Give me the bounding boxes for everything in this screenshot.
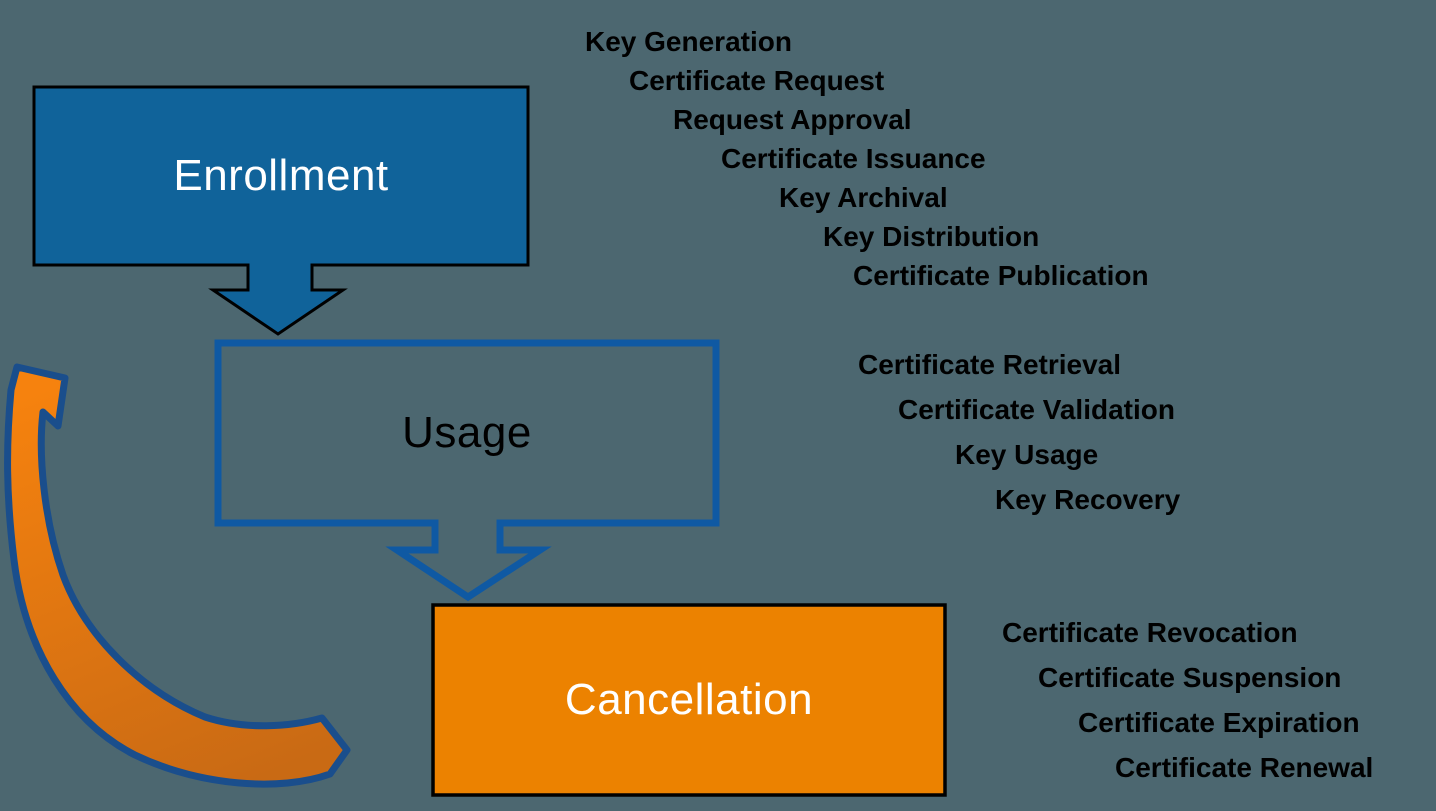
- usage-activity-list: Certificate Retrieval Certificate Valida…: [858, 342, 1180, 522]
- enrollment-activity-item: Certificate Issuance: [721, 143, 986, 174]
- usage-activity-item: Certificate Retrieval: [858, 349, 1122, 380]
- usage-activity-item: Key Usage: [955, 439, 1099, 470]
- enrollment-activity-item: Certificate Publication: [853, 260, 1149, 291]
- loop-back-arrow-icon: [4, 363, 351, 788]
- enrollment-activity-item: Request Approval: [673, 104, 912, 135]
- enrollment-activity-item: Key Archival: [779, 182, 948, 213]
- usage-activity-item: Key Recovery: [995, 484, 1181, 515]
- cancellation-activity-item: Certificate Revocation: [1002, 617, 1298, 648]
- enrollment-activity-list: Key Generation Certificate Request Reque…: [585, 22, 1149, 295]
- usage-activity-item: Certificate Validation: [898, 394, 1175, 425]
- enrollment-activity-item: Key Distribution: [823, 221, 1040, 252]
- enrollment-box-with-down-arrow: [32, 85, 530, 336]
- cancellation-activity-list: Certificate Revocation Certificate Suspe…: [1002, 610, 1373, 790]
- cancellation-activity-item: Certificate Suspension: [1038, 662, 1342, 693]
- cancellation-activity-item: Certificate Expiration: [1078, 707, 1360, 738]
- enrollment-activity-item: Certificate Request: [629, 65, 885, 96]
- usage-box-with-down-arrow: [214, 339, 720, 602]
- cancellation-activity-item: Certificate Renewal: [1115, 752, 1374, 783]
- cancellation-box: [431, 603, 947, 797]
- enrollment-activity-item: Key Generation: [585, 26, 792, 57]
